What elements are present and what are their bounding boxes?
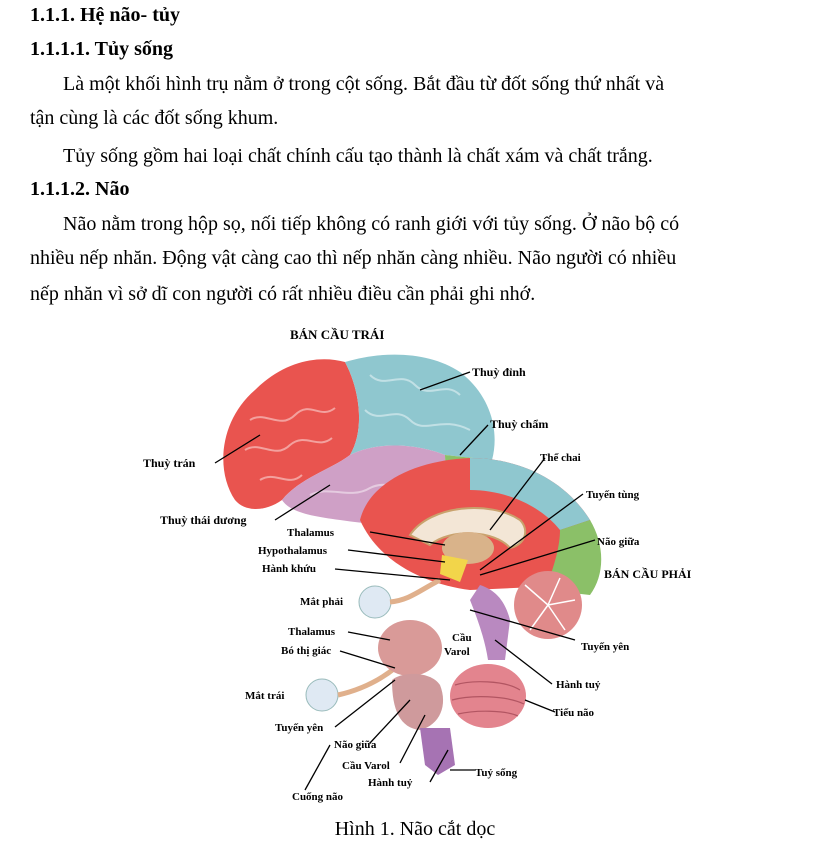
paragraph-spinal-cord-1-cont: tận cùng là các đốt sống khum.	[30, 107, 279, 129]
heading-brain: 1.1.1.2. Não	[30, 178, 130, 200]
label-midbrain-left: Não giữa	[334, 739, 377, 751]
label-hypothalamus: Hypothalamus	[258, 545, 328, 557]
label-medulla-right: Hành tuỷ	[556, 679, 601, 691]
label-temporal-lobe: Thuỳ thái dương	[160, 513, 247, 527]
optic-nerve-right	[389, 577, 442, 605]
label-right-hemisphere: BÁN CẦU PHẢI	[604, 566, 692, 581]
label-pituitary-right: Tuyến yên	[581, 641, 629, 653]
label-pituitary-left: Tuyến yên	[275, 722, 323, 734]
label-pineal-gland: Tuyến tùng	[586, 489, 640, 501]
left-eyeball	[305, 678, 339, 712]
parietal-lobe	[345, 354, 495, 460]
label-cerebral-peduncle: Cuống não	[292, 791, 344, 803]
thalamus-lower	[378, 620, 442, 676]
figure-labels: BÁN CẦU TRÁI Thuỳ đỉnh Thuỳ chẩm Thuỳ tr…	[143, 327, 692, 803]
right-eyeball	[358, 585, 392, 619]
brainstem-section	[470, 585, 510, 660]
label-frontal-lobe: Thuỳ trán	[143, 456, 196, 470]
label-spinal-cord: Tuỷ sống	[475, 767, 518, 779]
pons-lower	[392, 673, 444, 730]
paragraph-brain-line-1: Não nằm trong hộp sọ, nối tiếp không có …	[63, 213, 680, 235]
label-pons-upper-2: Varol	[444, 646, 470, 658]
cerebellum-arbor	[524, 577, 576, 631]
label-left-eye: Mắt trái	[245, 690, 284, 702]
label-cerebellum: Tiểu não	[553, 707, 595, 719]
label-midbrain-right: Não giữa	[597, 536, 640, 548]
label-occipital-lobe: Thuỳ chẩm	[490, 417, 548, 431]
paragraph-spinal-cord-2: Tủy sống gồm hai loại chất chính cấu tạo…	[63, 145, 653, 167]
thalamus-upper	[442, 532, 494, 564]
heading-1-1-1: 1.1.1. Hệ não- tủy	[30, 4, 180, 26]
brain-figure: BÁN CẦU TRÁI Thuỳ đỉnh Thuỳ chẩm Thuỳ tr…	[143, 327, 692, 803]
leader-lines	[214, 371, 596, 791]
label-left-hemisphere: BÁN CẦU TRÁI	[290, 327, 384, 342]
paragraph-brain-line-2: nhiều nếp nhăn. Động vật càng cao thì nế…	[30, 247, 677, 269]
label-thalamus-upper: Thalamus	[287, 527, 335, 539]
label-optic-tract: Bó thị giác	[281, 645, 331, 657]
right-hemisphere-illustration	[360, 458, 602, 660]
label-right-eye: Mắt phải	[300, 596, 343, 608]
label-pons-upper: Cầu	[452, 632, 472, 644]
right-parietal-section	[470, 458, 590, 530]
paragraph-spinal-cord-1: Là một khối hình trụ nằm ở trong cột sốn…	[30, 68, 805, 100]
paragraph-brain-line-3: nếp nhăn vì sở dĩ con người có rất nhiều…	[30, 283, 536, 305]
label-olfactory-bulb: Hành khứu	[262, 563, 316, 575]
cerebellum-folia	[451, 681, 525, 717]
figure-caption: Hình 1. Não cắt dọc	[334, 818, 496, 840]
label-parietal-lobe: Thuỳ đỉnh	[472, 365, 526, 379]
frontal-lobe	[223, 359, 360, 509]
paragraph-line: Là một khối hình trụ nằm ở trong cột sốn…	[63, 73, 665, 95]
heading-spinal-cord: 1.1.1.1. Tủy sống	[30, 38, 174, 60]
label-pons-left: Cầu Varol	[342, 760, 390, 772]
optic-nerve-left	[337, 666, 397, 698]
medulla-lower	[420, 728, 455, 775]
lower-brainstem-illustration	[305, 577, 526, 775]
cerebellum-lower	[450, 664, 526, 728]
label-thalamus-lower: Thalamus	[288, 626, 336, 638]
hypothalamus	[440, 555, 468, 582]
label-corpus-callosum: Thể chai	[540, 452, 581, 464]
label-medulla-left: Hành tuỷ	[368, 777, 413, 789]
